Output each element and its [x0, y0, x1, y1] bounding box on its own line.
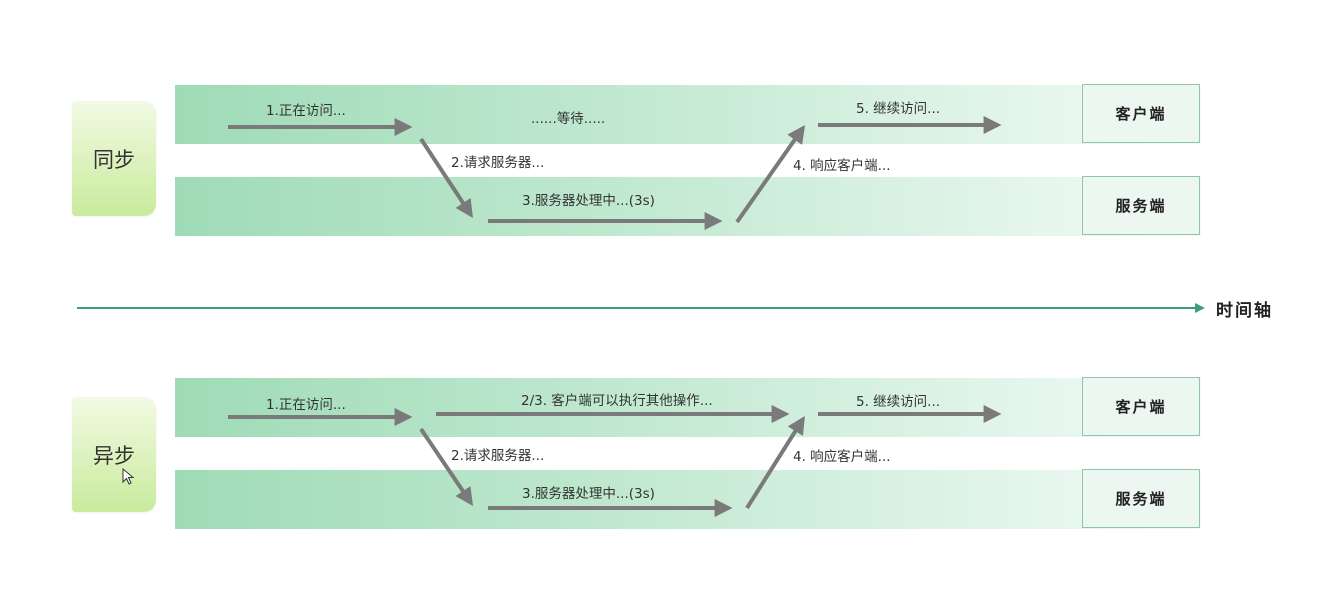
async-step4-label: 4. 响应客户端... [793, 449, 891, 465]
mouse-cursor-icon [122, 468, 135, 485]
sync-step3-label: 3.服务器处理中...(3s) [522, 193, 655, 209]
async-title: 异步 [93, 443, 135, 468]
sync-step5-label: 5. 继续访问... [856, 101, 941, 117]
async-server-box: 服务端 [1082, 469, 1200, 528]
async-server-label: 服务端 [1115, 490, 1167, 508]
async-client-label: 客户端 [1115, 398, 1167, 416]
sync-step4-label: 4. 响应客户端... [793, 158, 891, 174]
sync-tag: 同步 [72, 101, 156, 216]
sync-client-lane [175, 85, 1201, 144]
timeline-label: 时间轴 [1216, 301, 1273, 321]
timeline-arrowhead [1195, 303, 1205, 313]
sync-server-label: 服务端 [1115, 197, 1167, 215]
sync-client-box: 客户端 [1082, 84, 1200, 143]
sync-arrow-request [419, 137, 473, 219]
sync-arrow-response [735, 125, 806, 224]
async-step23-label: 2/3. 客户端可以执行其他操作... [521, 393, 713, 409]
async-tag: 异步 [72, 397, 156, 512]
timeline-axis [77, 307, 1197, 309]
async-arrow-request [419, 427, 474, 506]
async-step1-label: 1.正在访问... [266, 397, 346, 413]
sync-step1-label: 1.正在访问... [266, 103, 346, 119]
sync-step2-label: 2.请求服务器... [451, 155, 545, 171]
sync-waiting-label: ......等待..... [531, 111, 606, 127]
sync-title: 同步 [93, 147, 135, 172]
async-step3-label: 3.服务器处理中...(3s) [522, 486, 655, 502]
async-client-box: 客户端 [1082, 377, 1200, 436]
sync-server-box: 服务端 [1082, 176, 1200, 235]
async-server-lane [175, 470, 1201, 529]
async-step2-label: 2.请求服务器... [451, 448, 545, 464]
async-arrow-response [745, 415, 805, 510]
async-step5-label: 5. 继续访问... [856, 394, 941, 410]
async-client-lane [175, 378, 1201, 437]
sync-client-label: 客户端 [1115, 105, 1167, 123]
sync-server-lane [175, 177, 1201, 236]
